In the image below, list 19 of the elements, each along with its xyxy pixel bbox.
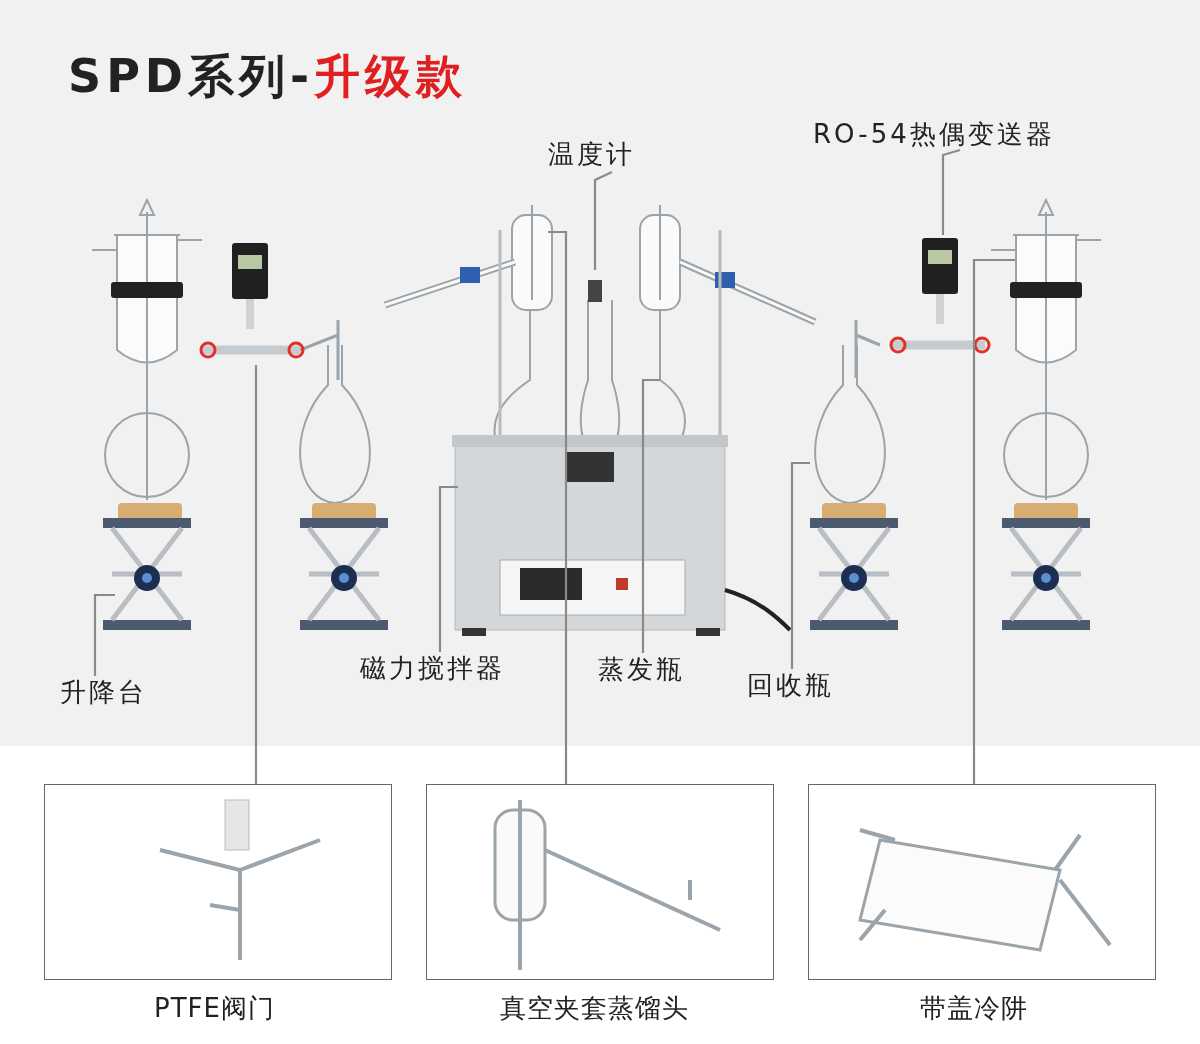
part-label: 温度计: [548, 138, 635, 170]
title: SPD系列-升级款: [68, 48, 468, 104]
part-label: 蒸发瓶: [598, 653, 685, 685]
leader-line: [641, 378, 660, 653]
part-label: 磁力搅拌器: [360, 652, 505, 684]
leader-line: [972, 258, 1015, 784]
leader-line: [254, 365, 258, 784]
part-label: 升降台: [60, 676, 147, 708]
part-label: 回收瓶: [747, 669, 834, 701]
part-label: RO-54热偶变送器: [813, 118, 1055, 150]
panel-caption: PTFE阀门: [154, 992, 275, 1024]
leader-line: [548, 230, 568, 784]
leader-line: [593, 171, 613, 270]
panel-caption: 带盖冷阱: [920, 992, 1028, 1024]
leader-line: [941, 148, 961, 235]
leader-line: [438, 485, 458, 652]
panel-caption: 真空夹套蒸馏头: [500, 992, 689, 1024]
leader-line: [790, 461, 810, 669]
leader-line: [93, 593, 115, 676]
